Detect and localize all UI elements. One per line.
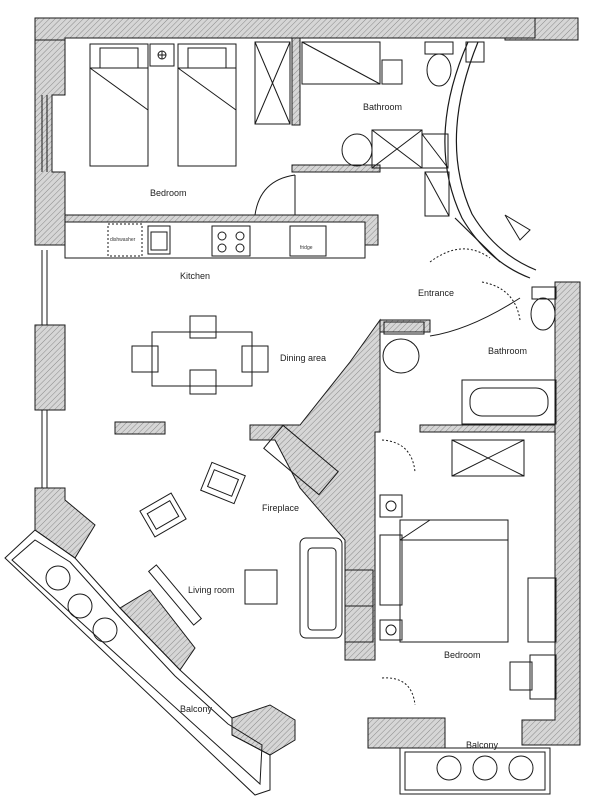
coffee-table [244,569,278,605]
toilet-right [530,297,556,331]
label-balcony-left: Balcony [180,704,213,714]
toilet-top [426,53,452,87]
label-balcony-right: Balcony [466,740,499,750]
tv-console [147,564,203,626]
fridge [289,225,327,257]
bath-right-fixtures [382,286,557,425]
wall-left-1 [34,39,66,246]
wall-entrance [379,319,431,333]
fireplace-hearth [263,424,339,496]
stove [211,225,251,257]
walls [34,17,581,756]
label-fridge: fridge [300,245,313,251]
label-dishwasher: dishwasher [110,237,136,243]
armchair-1 [200,461,246,505]
living-furniture [139,424,374,643]
wall-bath-top [291,37,301,126]
wall-bath-right-bottom [419,424,556,433]
wall-left-2 [34,324,66,411]
wall-bath-horiz [291,164,381,173]
label-bedroom-bottom: Bedroom [444,650,481,660]
desk [527,577,557,643]
sofa [299,537,343,639]
label-bedroom-top: Bedroom [150,188,187,198]
toilet-top-tank [424,41,454,55]
windows-left [41,95,48,488]
beds-top [89,41,296,216]
nightstand [149,43,175,67]
shower-top [301,41,381,85]
balcony-left-area [4,529,271,796]
label-living: Living room [188,585,235,595]
wardrobe-top [254,41,291,125]
wall-fireplace [249,318,381,661]
counter [64,221,366,259]
label-dining: Dining area [280,353,327,363]
wall-top [34,17,536,41]
dishwasher [107,223,143,257]
dining-furniture [131,315,269,395]
wardrobe-bottom [451,439,525,477]
kitchen-fixtures [64,221,366,259]
wall-bottom-1 [367,717,446,749]
entrance-fixtures [429,214,531,337]
dining-table [151,331,253,387]
wall-top-right [504,17,579,41]
wall-right-upper [521,281,581,746]
label-bathroom-right: Bathroom [488,346,528,356]
wall-bottom-2 [231,704,296,756]
bed-right [177,43,237,167]
armchair-2 [139,492,187,538]
wall-left-3 [34,487,96,559]
sink-right [382,338,420,374]
pillar [114,421,166,435]
label-fireplace: Fireplace [262,503,300,513]
bath-top-fixtures [301,41,485,217]
bedroom-bottom-furniture [379,439,557,706]
curved-wall [444,41,537,279]
label-kitchen: Kitchen [180,271,211,281]
label-bathroom-top: Bathroom [363,102,403,112]
balcony-right-area [399,747,551,795]
bed-left [89,43,149,167]
kitchen-sink [147,225,171,255]
sink-top [341,133,373,167]
label-entrance: Entrance [418,288,455,298]
double-bed [399,519,509,643]
bathtub [461,379,557,425]
